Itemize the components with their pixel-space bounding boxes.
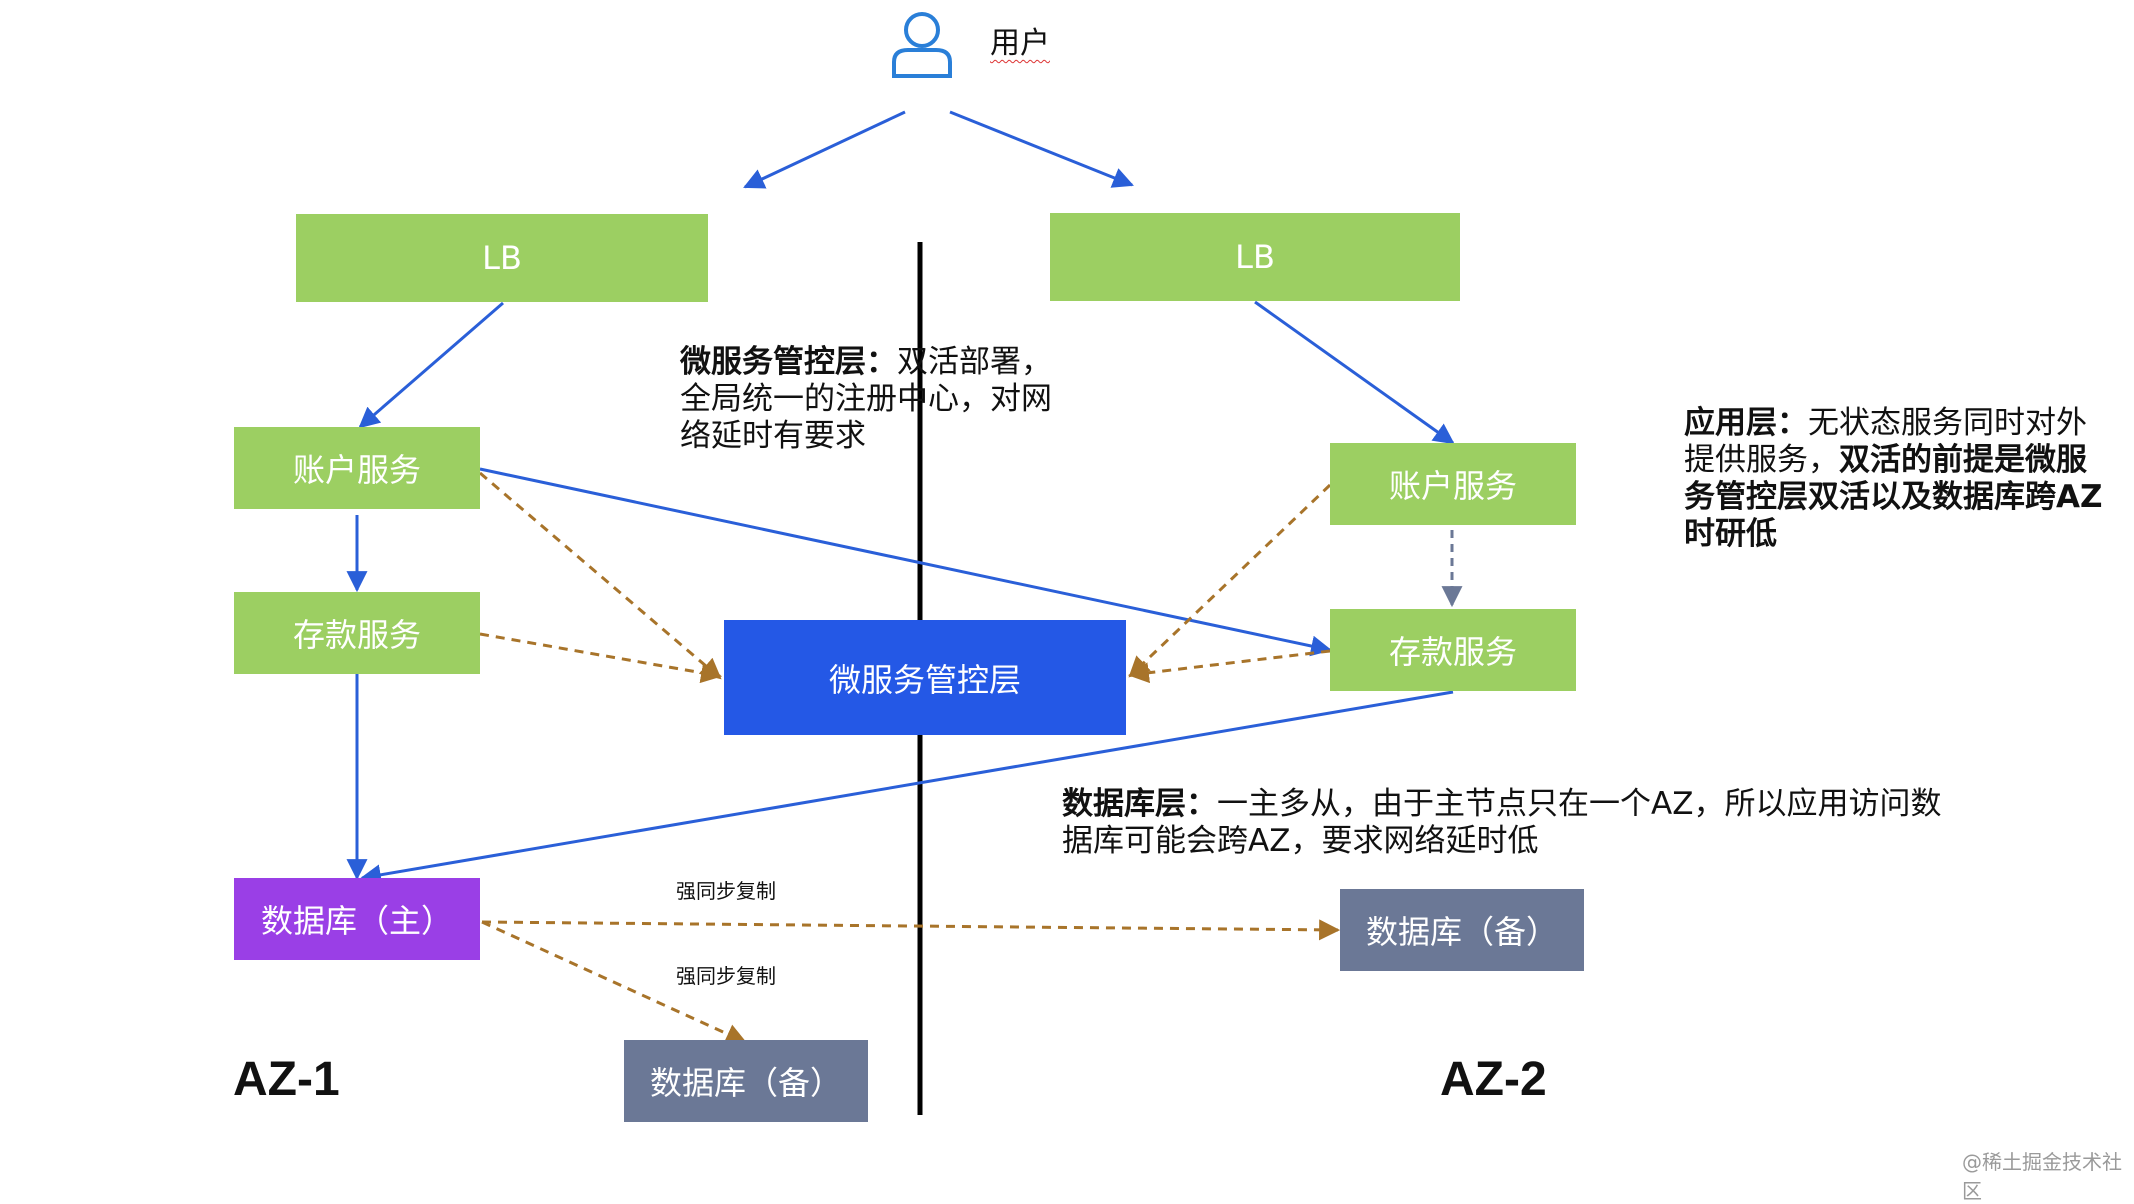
arrow-deposit-right-to-control (1127, 649, 1331, 684)
deposit-service-az1[interactable]: 存款服务 (234, 592, 480, 674)
arrow-lb-left-to-account-left (358, 301, 504, 429)
sync-replication-label-1: 强同步复制 (676, 879, 776, 903)
user-icon (892, 12, 952, 78)
account-service-az2[interactable]: 账户服务 (1330, 443, 1576, 525)
user-label: 用户 (990, 26, 1050, 61)
microservice-control-plane[interactable]: 微服务管控层 (724, 620, 1126, 735)
sync-replication-label-2: 强同步复制 (676, 964, 776, 988)
db-standby-az2[interactable]: 数据库（备） (1340, 889, 1584, 971)
control-layer-note: 微服务管控层：双活部署，全局统一的注册中心，对网络延时有要求 (680, 344, 1052, 454)
connector-layer (346, 110, 1463, 1115)
arrow-user-to-lb-right (949, 110, 1134, 188)
db-standby-az1[interactable]: 数据库（备） (624, 1040, 868, 1122)
arrow-account-right-to-control (1128, 483, 1332, 678)
arrow-db-primary-to-standby-az2 (481, 919, 1341, 941)
account-service-az1[interactable]: 账户服务 (234, 427, 480, 509)
lb-az2[interactable]: LB (1050, 213, 1460, 301)
deposit-service-az2[interactable]: 存款服务 (1330, 609, 1576, 691)
arrow-account-left-to-control (479, 471, 722, 680)
lb-az1[interactable]: LB (296, 214, 708, 302)
az2-label: AZ-2 (1440, 1053, 1547, 1106)
watermark: @稀土掘金技术社区 (1962, 1150, 2122, 1203)
az1-label: AZ-1 (233, 1053, 340, 1106)
arrow-lb-right-to-account-right (1254, 300, 1455, 445)
arrow-deposit-left-to-control (479, 632, 723, 684)
arrow-db-primary-to-standby-az1 (481, 920, 747, 1044)
db-layer-note: 数据库层：一主多从，由于主节点只在一个AZ，所以应用访问数据库可能会跨AZ，要求… (1062, 786, 1942, 859)
arrow-user-to-lb-left (743, 110, 906, 189)
arrow-deposit-right-to-db-primary (359, 690, 1454, 886)
app-layer-note: 应用层：无状态服务同时对外提供服务，双活的前提是微服务管控层双活以及数据库跨AZ… (1684, 405, 2103, 552)
db-primary[interactable]: 数据库（主） (234, 878, 480, 960)
